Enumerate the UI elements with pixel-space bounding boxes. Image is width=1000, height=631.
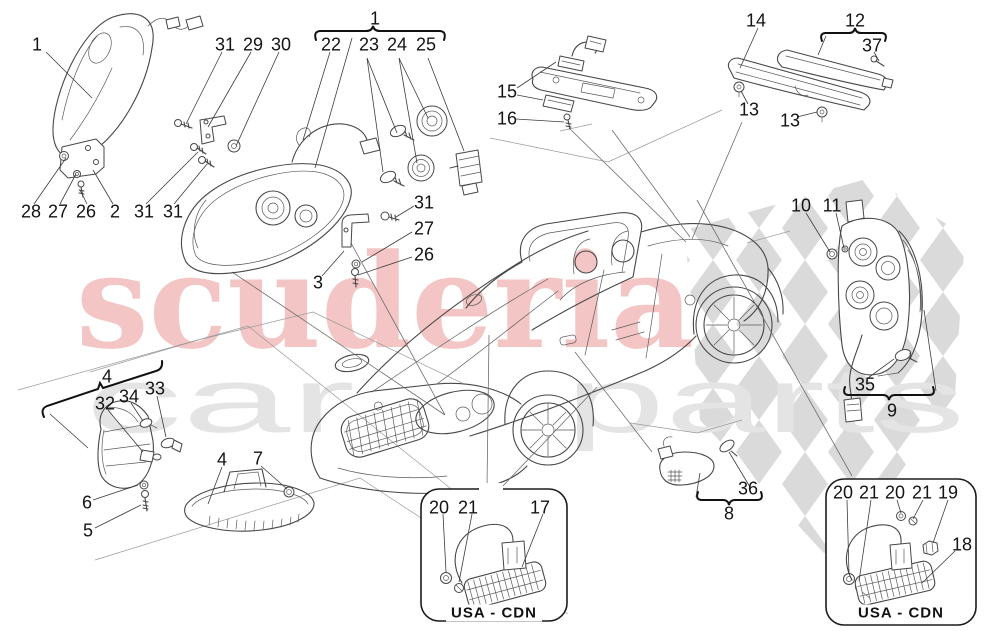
car-grille (340, 398, 430, 458)
svg-text:parts: parts (565, 350, 965, 452)
callout-label: 34 (118, 386, 140, 407)
callout-label: 21 (858, 482, 880, 503)
callout-label: 15 (496, 81, 518, 102)
leader-lines (33, 27, 956, 584)
callout-label: 31 (413, 192, 435, 213)
callout-label: 5 (82, 520, 94, 541)
callout-label: 31 (214, 34, 236, 55)
part-license-plate-light (531, 35, 658, 130)
grouping-brackets (41, 25, 935, 506)
region-box-usa-cdn-right (825, 478, 977, 626)
car-front-wheel (512, 394, 584, 466)
callout-label: 23 (358, 34, 380, 55)
callout-label: 13 (779, 110, 801, 131)
car-connection-lines (231, 121, 853, 490)
callout-label: 33 (144, 378, 166, 399)
region-box-usa-cdn-left (420, 483, 568, 622)
callout-label: 32 (94, 393, 116, 414)
part-headlight-assembly (181, 105, 483, 288)
callout-label: 26 (75, 201, 97, 222)
part-side-repeater (657, 436, 738, 486)
part-third-brake-lights (727, 49, 894, 123)
callout-label: 26 (413, 244, 435, 265)
callout-label: 4 (216, 449, 228, 470)
callout-label: 4 (101, 366, 113, 387)
part-front-turn-signal (184, 468, 315, 532)
part-side-marker-usa-right (843, 511, 939, 606)
callout-label: 29 (242, 34, 264, 55)
callout-label: 14 (745, 10, 767, 31)
callout-label: 36 (737, 478, 759, 499)
callout-label: 35 (854, 374, 876, 395)
car-headlight (334, 353, 495, 435)
callout-label: 25 (415, 34, 437, 55)
callout-label: 11 (822, 195, 842, 216)
callout-label: 8 (723, 503, 735, 524)
callout-label: 20 (428, 497, 450, 518)
callout-label: 3 (312, 272, 324, 293)
callout-label: 28 (20, 201, 42, 222)
callout-label: 24 (386, 34, 408, 55)
callout-label: 27 (413, 218, 435, 239)
callout-label: 1 (31, 34, 43, 55)
part-taillight-assembly (826, 199, 923, 423)
watermark-brand: scuderia (76, 225, 694, 378)
callout-label: 19 (937, 482, 959, 503)
callout-label: 2 (109, 201, 121, 222)
callout-label: 1 (369, 8, 381, 29)
callout-label: 31 (133, 201, 155, 222)
callout-label: 6 (81, 492, 93, 513)
callout-label: 7 (252, 448, 264, 469)
part-headlight-cover (52, 13, 241, 198)
callout-label: 10 (790, 195, 812, 216)
callout-label: 12 (844, 10, 866, 31)
car-rear-wheel (695, 286, 773, 364)
usa-cdn-label-right: USA - CDN (853, 604, 949, 622)
callout-label: 17 (529, 497, 551, 518)
callout-label: 21 (911, 482, 933, 503)
callout-label: 13 (738, 99, 760, 120)
callout-label: 21 (457, 497, 479, 518)
callout-label: 18 (951, 534, 973, 555)
callout-label: 30 (270, 34, 292, 55)
usa-cdn-label-left: USA - CDN (446, 604, 542, 622)
part-front-lamp-housing (97, 400, 183, 512)
part-side-marker-usa-left (440, 523, 547, 609)
callout-label: 9 (886, 400, 898, 421)
callout-label: 20 (884, 482, 906, 503)
callout-label: 27 (47, 201, 69, 222)
svg-text:scuderia: scuderia (76, 225, 694, 378)
car-illustration (310, 212, 784, 494)
callout-label: 20 (832, 482, 854, 503)
callout-label: 22 (320, 34, 342, 55)
callout-label: 16 (496, 108, 518, 129)
callout-label: 31 (162, 201, 184, 222)
callout-label: 37 (861, 35, 883, 56)
